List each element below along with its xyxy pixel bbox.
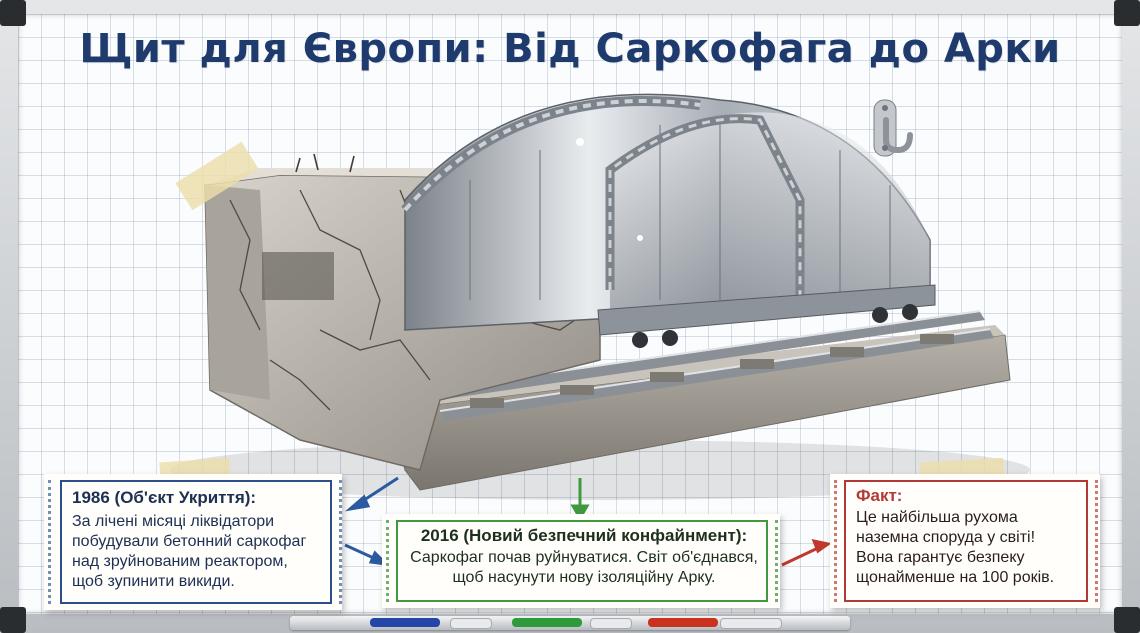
card-border [844, 480, 1088, 602]
white-marker[interactable] [720, 618, 782, 629]
blue-marker[interactable] [370, 618, 440, 627]
page-title: Щит для Європи: Від Саркофага до Арки [79, 26, 1061, 72]
card-line: наземна споруда у світі! [856, 529, 1036, 546]
frame-corner [0, 607, 26, 633]
floral-border [48, 480, 61, 604]
floral-border [329, 480, 342, 604]
card-border [60, 480, 332, 604]
card-border [396, 520, 768, 602]
card-line: щоб зупинити викиди. [72, 573, 235, 590]
card-heading: 1986 (Об'єкт Укриття): [72, 488, 257, 507]
card-heading: 2016 (Новий безпечний конфайнмент): [420, 526, 748, 545]
white-marker[interactable] [590, 618, 632, 629]
frame-corner [1114, 0, 1140, 26]
card-line: Це найбільша рухома [856, 509, 1018, 526]
fact-card: Факт: Це найбільша рухома наземна споруд… [830, 474, 1100, 608]
white-marker[interactable] [450, 618, 492, 629]
card-line: щоб насунути нову ізоляційну Арку. [452, 569, 716, 586]
card-line: над зруйнованим реактором, [72, 553, 288, 570]
wall-hook-icon [873, 99, 913, 157]
green-marker[interactable] [512, 618, 582, 627]
arrow-green-icon [570, 478, 590, 521]
floral-border [765, 520, 778, 602]
card-heading: Факт: [856, 486, 903, 505]
info-card-2016: 2016 (Новий безпечний конфайнмент): Сарк… [382, 514, 780, 608]
frame-corner [1114, 607, 1140, 633]
arrow-blue-icon [344, 476, 399, 567]
card-line: побудували бетонний саркофаг [72, 533, 307, 550]
info-card-1986: 1986 (Об'єкт Укриття): За лічені місяці … [44, 474, 342, 610]
card-line: Вона гарантує безпеку [856, 549, 1025, 566]
frame-corner [0, 0, 26, 26]
arrow-red-icon [781, 538, 832, 567]
floral-border [1085, 480, 1098, 602]
card-line: Саркофаг почав руйнуватися. Світ об'єдна… [410, 549, 758, 566]
floral-border [834, 480, 847, 602]
red-marker[interactable] [648, 618, 718, 627]
card-line: За лічені місяці ліквідатори [72, 513, 275, 530]
card-line: щонайменше на 100 років. [856, 569, 1055, 586]
floral-border [386, 520, 399, 602]
